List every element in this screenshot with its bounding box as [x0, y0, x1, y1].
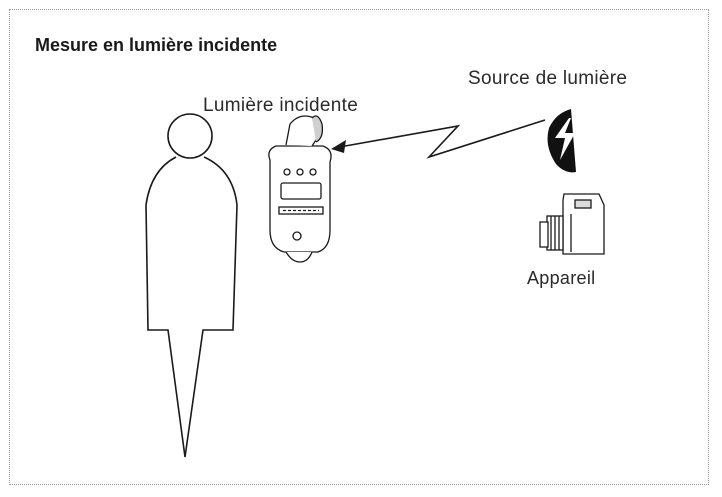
light-meter-icon: [268, 115, 332, 263]
lightning-arrow-icon: [331, 119, 546, 159]
camera-icon: [539, 193, 605, 255]
diagram-title: Mesure en lumière incidente: [35, 35, 278, 55]
person-silhouette-icon: [145, 113, 238, 458]
camera-label: Appareil: [527, 268, 596, 288]
diagram-frame: [9, 9, 709, 485]
light-source-label: Source de lumière: [468, 68, 628, 89]
flash-source-icon: [547, 109, 576, 173]
incident-light-label: Lumière incidente: [203, 95, 359, 116]
